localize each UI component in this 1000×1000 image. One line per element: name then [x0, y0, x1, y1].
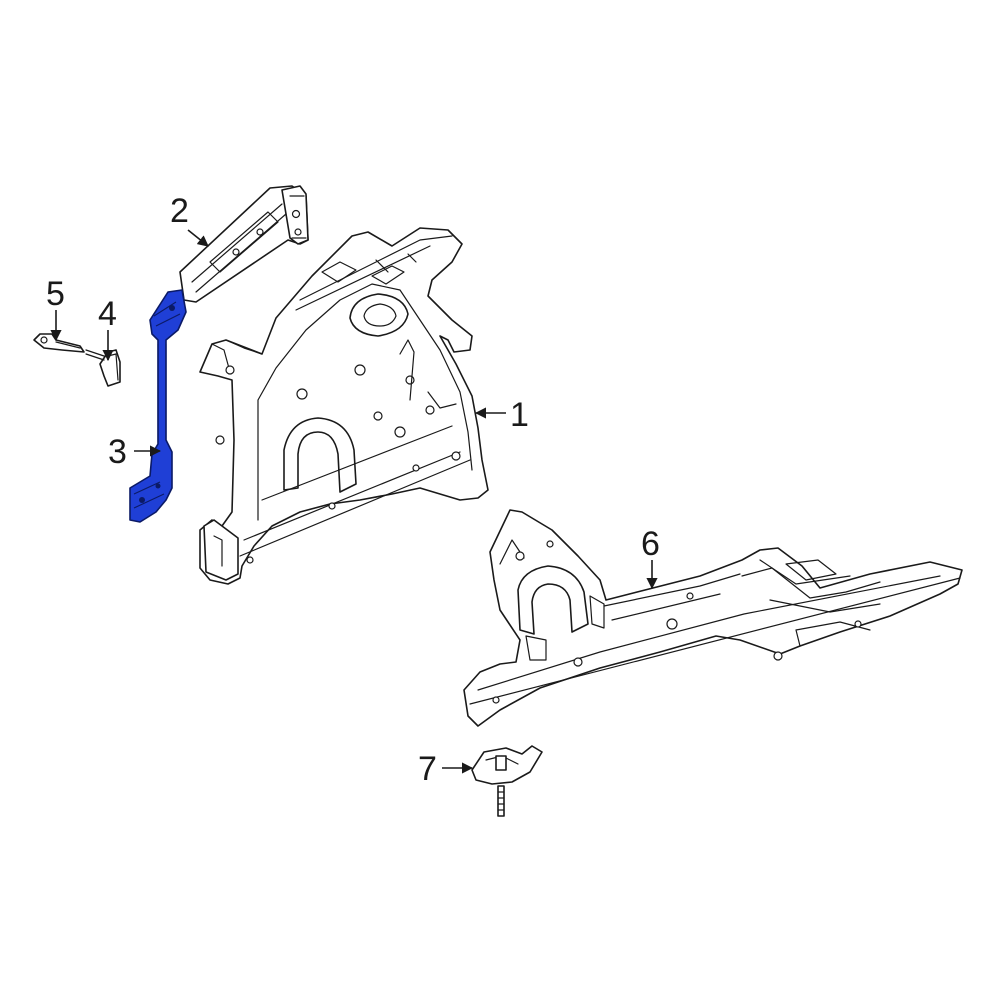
part-4-bracket[interactable] — [85, 349, 121, 387]
part-6-frame-rail[interactable] — [463, 509, 963, 727]
callout-label-7: 7 — [418, 750, 437, 788]
callout-label-1: 1 — [510, 396, 529, 434]
callout-4: 4 — [98, 295, 117, 362]
callout-label-2: 2 — [170, 192, 189, 230]
callout-label-4: 4 — [98, 295, 117, 333]
part-2-upper-reinforcement[interactable] — [179, 185, 309, 303]
part-5-clip[interactable] — [33, 333, 85, 353]
callout-3: 3 — [108, 433, 162, 471]
callout-6: 6 — [641, 525, 660, 590]
callout-label-6: 6 — [641, 525, 660, 563]
callout-label-3: 3 — [108, 433, 127, 471]
callout-1: 1 — [474, 396, 529, 434]
part-3-apron-pillar[interactable] — [129, 289, 187, 523]
callout-5: 5 — [46, 275, 65, 342]
part-1-inner-apron[interactable] — [199, 227, 489, 585]
callout-2: 2 — [170, 192, 209, 247]
callout-7: 7 — [418, 750, 474, 788]
part-7-mount-bracket[interactable] — [471, 745, 543, 817]
callout-label-5: 5 — [46, 275, 65, 313]
